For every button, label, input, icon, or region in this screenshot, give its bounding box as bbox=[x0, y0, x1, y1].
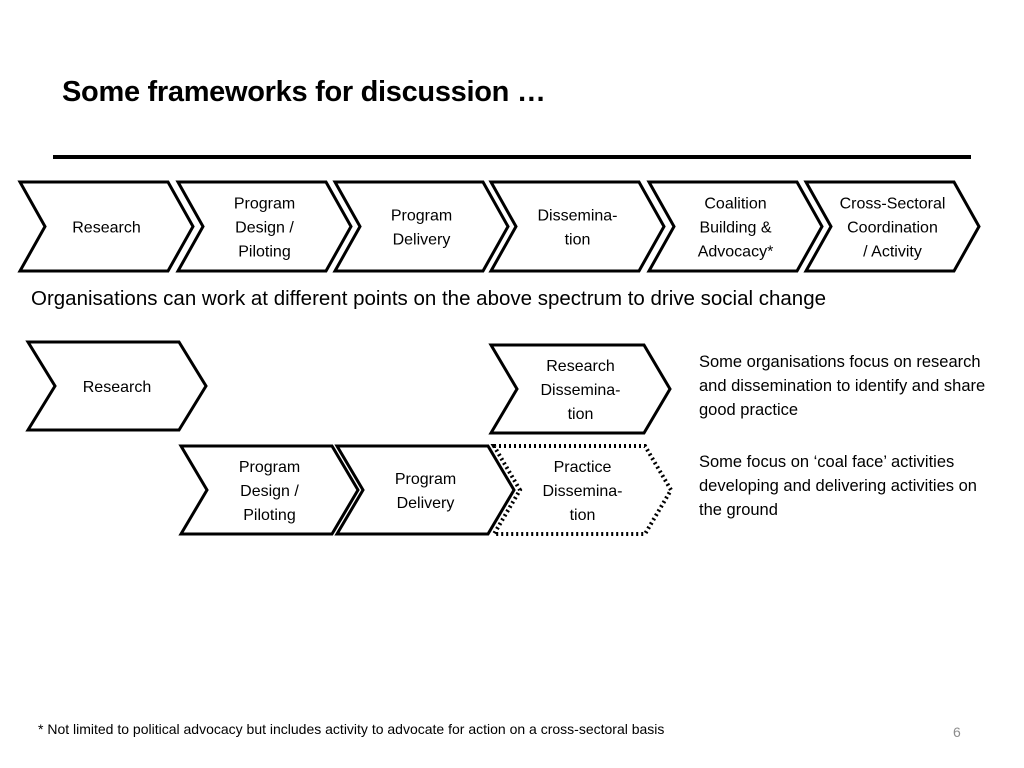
chevron-label-line: Delivery bbox=[397, 495, 455, 512]
chevron-label-line: Design / bbox=[235, 220, 294, 237]
chevron-label-line: / Activity bbox=[863, 244, 922, 261]
chevron-shape bbox=[175, 180, 353, 273]
chevron-label-line: Research bbox=[72, 220, 140, 237]
chevron-shape bbox=[332, 180, 510, 273]
chevron-label-line: Dissemina- bbox=[540, 382, 620, 399]
spectrum-statement: Organisations can work at different poin… bbox=[31, 287, 827, 310]
chevron-dissemination: Dissemina-tion bbox=[488, 180, 666, 273]
chevron-label-line: Program bbox=[234, 196, 295, 213]
chevron-label-line: Piloting bbox=[243, 507, 295, 524]
chevron-label-line: Coordination bbox=[847, 220, 938, 237]
chevron-label-line: Building & bbox=[699, 220, 771, 237]
chevron-label-line: Program bbox=[391, 208, 452, 225]
chevron-label-line: Research bbox=[546, 358, 614, 375]
chevron-shape bbox=[646, 180, 824, 273]
chevron-research: Research bbox=[25, 340, 208, 432]
chevron-shape bbox=[178, 444, 360, 536]
slide-title: Some frameworks for discussion … bbox=[62, 76, 546, 108]
chevron-shape bbox=[334, 444, 516, 536]
chevron-label-line: Program bbox=[395, 471, 456, 488]
chevron-shape bbox=[488, 343, 672, 435]
research-path-note: Some organisations focus on research and… bbox=[699, 353, 986, 419]
title-divider bbox=[53, 155, 971, 159]
chevron-label-line: Research bbox=[83, 379, 151, 396]
chevron-label-line: Design / bbox=[240, 483, 299, 500]
footnote: * Not limited to political advocacy but … bbox=[38, 721, 665, 737]
page-number: 6 bbox=[953, 724, 961, 740]
chevron-research: Research bbox=[17, 180, 195, 273]
chevron-label-line: tion bbox=[570, 507, 596, 524]
chevron-label-line: Advocacy* bbox=[698, 244, 774, 261]
chevron-shape bbox=[803, 180, 981, 273]
chevron-shape bbox=[17, 180, 195, 273]
chevron-label-line: Dissemina- bbox=[537, 208, 617, 225]
chevron-shape bbox=[490, 444, 674, 536]
chevron-shape bbox=[25, 340, 208, 432]
practice-path-note: Some focus on ‘coal face’ activities dev… bbox=[699, 453, 977, 519]
chevron-label-line: tion bbox=[565, 232, 591, 249]
chevron-label-line: tion bbox=[568, 406, 594, 423]
chevron-shape bbox=[488, 180, 666, 273]
chevron-label-line: Program bbox=[239, 459, 300, 476]
chevron-label-line: Dissemina- bbox=[542, 483, 622, 500]
chevron-label-line: Coalition bbox=[704, 196, 766, 213]
chevron-label-line: Delivery bbox=[393, 232, 451, 249]
chevron-label-line: Piloting bbox=[238, 244, 290, 261]
chevron-label-line: Practice bbox=[554, 459, 612, 476]
chevron-label-line: Cross-Sectoral bbox=[840, 196, 946, 213]
